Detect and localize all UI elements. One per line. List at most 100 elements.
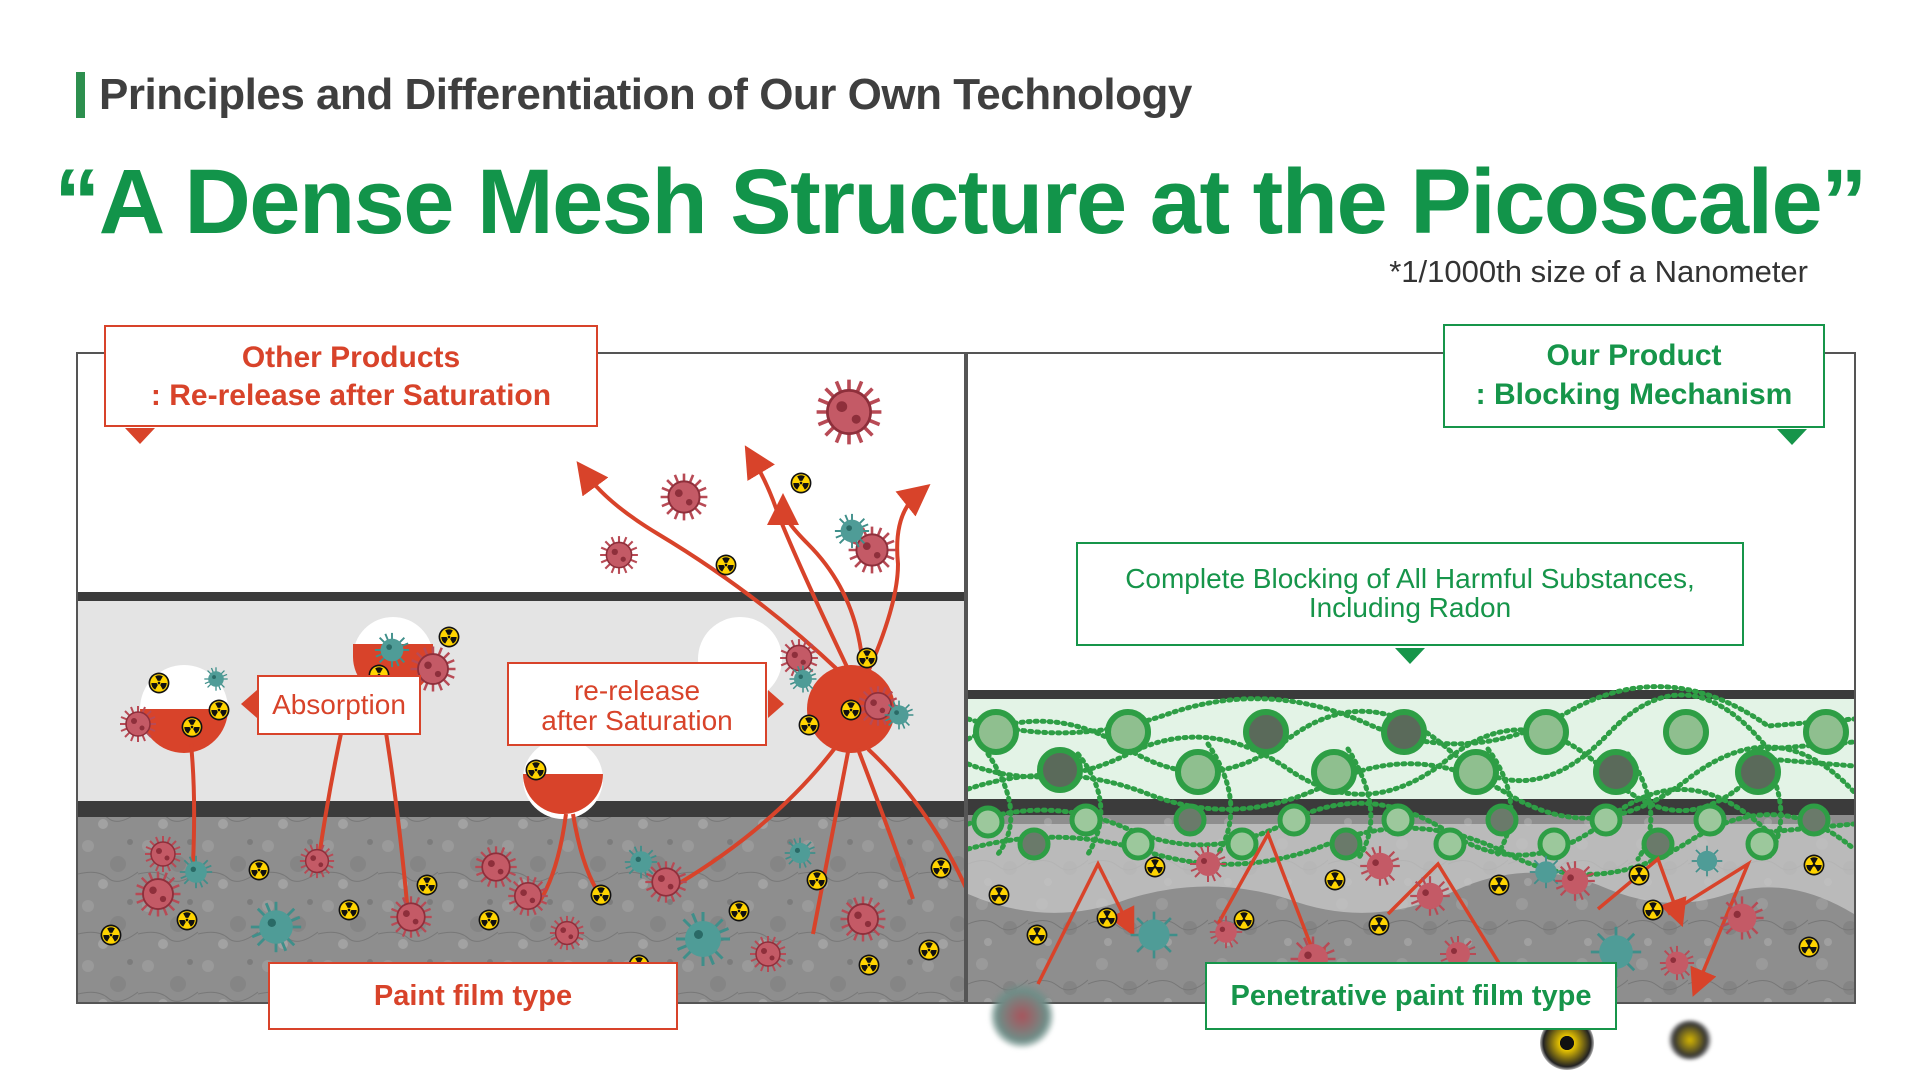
callout-pointer xyxy=(1777,429,1807,445)
our-product-title-line1: Our Product xyxy=(1546,339,1722,372)
virus-icon xyxy=(623,844,659,880)
section-title-text: Principles and Differentiation of Our Ow… xyxy=(99,70,1192,119)
virus-icon xyxy=(119,705,157,743)
radiation-icon xyxy=(478,909,500,931)
virus-icon xyxy=(783,836,817,870)
virus-icon xyxy=(788,664,818,694)
absorbent-pore xyxy=(523,739,603,819)
radiation-icon xyxy=(1144,856,1166,878)
radiation-icon xyxy=(525,759,547,781)
radiation-icon xyxy=(918,939,940,961)
virus-icon xyxy=(644,860,688,904)
radiation-icon xyxy=(1026,924,1048,946)
blocking-pointer xyxy=(1395,648,1425,664)
radiation-icon xyxy=(715,554,737,576)
other-products-title-line1: Other Products xyxy=(241,341,461,374)
radiation-icon xyxy=(798,714,820,736)
absorption-label: Absorption xyxy=(257,675,421,735)
virus-icon xyxy=(749,935,787,973)
radiation-icon xyxy=(1368,914,1390,936)
virus-icon xyxy=(814,377,884,447)
virus-icon xyxy=(833,512,871,550)
callout-pointer xyxy=(125,428,155,444)
virus-icon xyxy=(203,666,229,692)
radiation-icon xyxy=(100,924,122,946)
section-title-bar xyxy=(76,72,85,118)
radiation-icon xyxy=(416,874,438,896)
virus-icon xyxy=(1658,944,1696,982)
radiation-icon xyxy=(1233,909,1255,931)
other-products-title-line2: : Re-release after Saturation xyxy=(150,379,552,412)
radiation-icon xyxy=(208,699,230,721)
absorption-label-text: Absorption xyxy=(272,689,406,720)
radiation-icon xyxy=(438,626,460,648)
absorption-pointer xyxy=(241,690,257,718)
radiation-icon xyxy=(248,859,270,881)
rerelease-label-line1: re-release xyxy=(573,675,701,706)
radiation-icon xyxy=(590,884,612,906)
virus-icon xyxy=(1189,845,1227,883)
radiation-icon xyxy=(858,954,880,976)
rerelease-label-line2: after Saturation xyxy=(541,705,733,736)
section-title: Principles and Differentiation of Our Ow… xyxy=(76,70,1192,120)
virus-icon xyxy=(1528,854,1564,890)
radiation-icon xyxy=(1642,899,1664,921)
rerelease-pointer xyxy=(768,690,784,718)
virus-icon xyxy=(659,472,709,522)
virus-icon xyxy=(373,631,411,669)
virus-icon xyxy=(474,845,518,889)
radiation-icon xyxy=(176,909,198,931)
radiation-icon xyxy=(988,884,1010,906)
virus-icon xyxy=(990,984,1054,1048)
penetrative-film-diagram xyxy=(968,354,1854,1002)
our-product-title-line2: : Blocking Mechanism xyxy=(1475,378,1793,411)
virus-icon xyxy=(1719,895,1765,941)
virus-icon xyxy=(599,535,639,575)
mesh-structure xyxy=(971,709,1849,861)
radiation-icon xyxy=(1803,854,1825,876)
radiation-icon xyxy=(1668,1020,1712,1060)
our-product-panel xyxy=(966,352,1856,1004)
virus-icon xyxy=(1690,844,1724,878)
radiation-icon xyxy=(1798,936,1820,958)
virus-icon xyxy=(389,895,433,939)
other-products-panel xyxy=(76,352,966,1004)
footnote: *1/1000th size of a Nanometer xyxy=(1389,254,1808,289)
virus-icon xyxy=(548,914,586,952)
radiation-icon xyxy=(790,472,812,494)
penetrative-film-label: Penetrative paint film type xyxy=(1205,962,1617,1030)
other-products-title: Other Products : Re-release after Satura… xyxy=(104,325,598,427)
radiation-icon xyxy=(1324,869,1346,891)
virus-icon xyxy=(839,895,887,943)
paint-film-label: Paint film type xyxy=(268,962,678,1030)
virus-icon xyxy=(134,870,182,918)
virus-icon xyxy=(1409,875,1451,917)
radiation-icon xyxy=(728,900,750,922)
radiation-icon xyxy=(338,899,360,921)
paint-film-label-text: Paint film type xyxy=(373,980,573,1012)
virus-icon xyxy=(178,854,214,890)
radiation-icon xyxy=(806,869,828,891)
our-product-title: Our Product : Blocking Mechanism xyxy=(1443,324,1825,428)
radiation-icon xyxy=(1488,874,1510,896)
radiation-icon xyxy=(1628,864,1650,886)
radiation-icon xyxy=(148,672,170,694)
radiation-icon xyxy=(840,699,862,721)
penetrative-film-label-text: Penetrative paint film type xyxy=(1230,980,1592,1012)
radiation-icon xyxy=(181,716,203,738)
virus-icon xyxy=(144,835,182,873)
virus-icon xyxy=(298,842,336,880)
radiation-icon xyxy=(1096,907,1118,929)
virus-icon xyxy=(1359,845,1401,887)
virus-icon xyxy=(883,699,915,731)
blocking-label-line2: Including Radon xyxy=(1308,592,1512,623)
blocking-label: Complete Blocking of All Harmful Substan… xyxy=(1076,542,1744,646)
radiation-icon xyxy=(856,647,878,669)
blocking-label-line1: Complete Blocking of All Harmful Substan… xyxy=(1125,563,1695,594)
rerelease-label: re-release after Saturation xyxy=(507,662,767,746)
virus-icon xyxy=(1129,910,1179,960)
virus-icon xyxy=(507,875,549,917)
virus-icon xyxy=(249,900,303,954)
virus-icon xyxy=(674,910,732,968)
page-headline: “A Dense Mesh Structure at the Picoscale… xyxy=(54,151,1867,253)
